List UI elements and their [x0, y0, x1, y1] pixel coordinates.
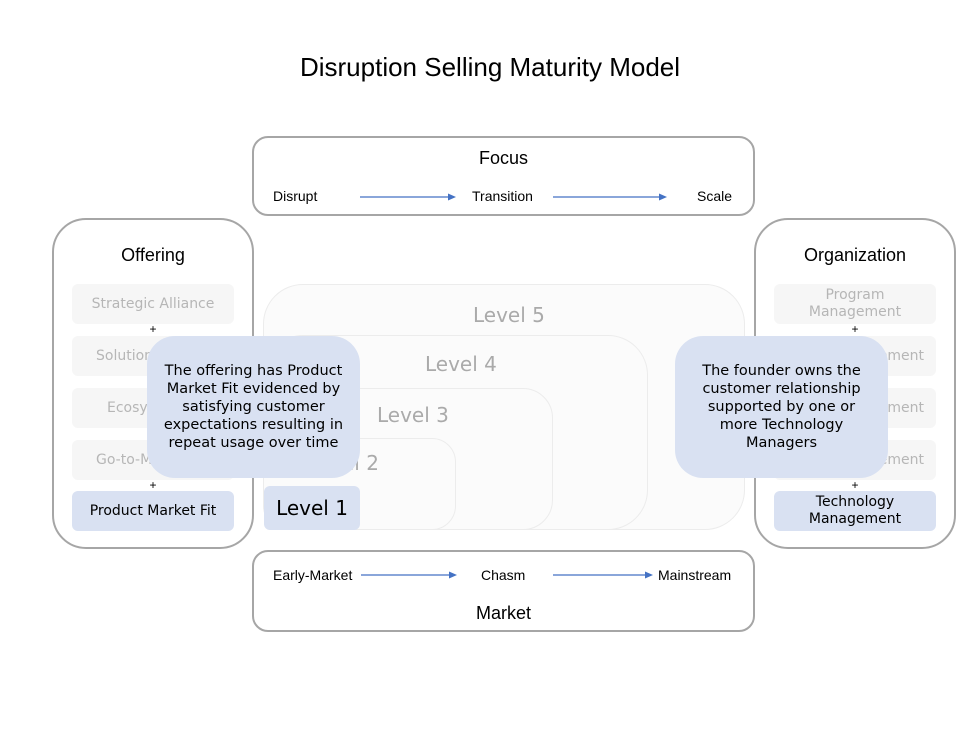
offering-title: Offering: [121, 245, 185, 265]
focus-arrow-2: [553, 193, 667, 201]
offering-plus-1: +: [149, 322, 157, 336]
organization-plus-1: +: [851, 322, 859, 336]
offering-plus-4: +: [149, 478, 157, 492]
focus-title: Focus: [478, 148, 529, 168]
offering-callout: The offering has Product Market Fit evid…: [147, 336, 360, 478]
market-title: Market: [475, 603, 531, 623]
page-title: Disruption Selling Maturity Model: [299, 52, 681, 82]
market-arrow-1: [361, 571, 457, 579]
focus-stage-scale: Scale: [697, 188, 733, 204]
market-panel: [252, 550, 755, 632]
organization-title: Organization: [803, 245, 907, 265]
organization-plus-4: +: [851, 478, 859, 492]
market-stage-chasm: Chasm: [481, 567, 526, 583]
level-3-label: Level 3: [377, 403, 449, 427]
level-4-label: Level 4: [425, 352, 497, 376]
focus-arrow-1: [360, 193, 456, 201]
market-stage-mainstream: Mainstream: [658, 567, 732, 583]
market-stage-early: Early-Market: [273, 567, 353, 583]
offering-item-product-market-fit: Product Market Fit: [72, 491, 234, 531]
level-1-box: Level 1: [264, 486, 360, 530]
offering-item-strategic-alliance: Strategic Alliance: [72, 284, 234, 324]
organization-item-program-management: Program Management: [774, 284, 936, 324]
organization-callout: The founder owns the customer relationsh…: [675, 336, 888, 478]
focus-stage-transition: Transition: [472, 188, 533, 204]
organization-item-technology-management: Technology Management: [774, 491, 936, 531]
focus-panel: [252, 136, 755, 216]
focus-stage-disrupt: Disrupt: [273, 188, 318, 204]
market-arrow-2: [553, 571, 653, 579]
level-5-label: Level 5: [473, 303, 545, 327]
